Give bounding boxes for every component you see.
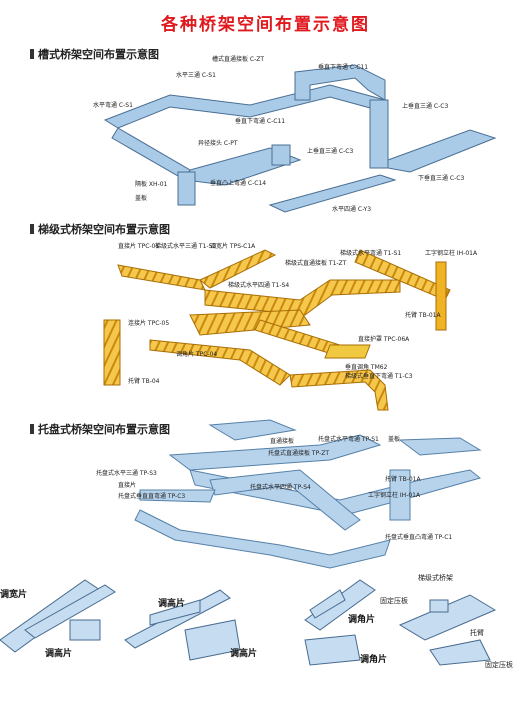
trough-drop-1 — [177, 171, 196, 206]
tray-label-1: 托盘式水平弯通 TP-S1 — [318, 436, 379, 443]
ladder-label-11: 调角片 TPC-04 — [176, 351, 218, 358]
trough-label-3: 垂直下弯通 C-C11 — [318, 64, 369, 71]
trough-label-7: 异径接头 C-PT — [198, 140, 238, 147]
ladder-main-run — [204, 279, 401, 316]
ladder-bend-down — [289, 369, 389, 411]
trough-section-heading: 槽式桥架空间布置示意图 — [30, 46, 159, 62]
detail-left-plate — [69, 619, 101, 641]
trough-right-run — [387, 129, 497, 173]
heading-marker — [30, 224, 34, 234]
detail-far-label-4: 固定压板 — [485, 661, 513, 669]
ladder-label-8: 托臂 TB-01A — [405, 312, 441, 319]
ladder-label-5: 工字钢立柱 IH-01A — [425, 250, 478, 257]
ladder-top-arm — [199, 249, 277, 289]
detail-right-label-1: 调角片 — [348, 615, 376, 625]
ladder-column — [435, 261, 447, 331]
detail-far-arm — [429, 639, 491, 666]
detail-far-label-3: 托臂 — [470, 629, 484, 637]
detail-mid-plate — [184, 619, 241, 661]
detail-mid-label-2: 调高片 — [230, 649, 258, 659]
trough-label-4: 水平弯通 C-S1 — [93, 102, 133, 109]
ladder-vertical-left — [103, 319, 121, 386]
trough-label-9: 隔板 XH-01 — [135, 181, 168, 188]
tray-label-10: 直接片 — [118, 482, 137, 489]
ladder-label-13: 托臂 TB-04 — [128, 378, 160, 385]
tray-heading-text: 托盘式桥架空间布置示意图 — [38, 423, 170, 436]
detail-far-clamp — [429, 599, 449, 613]
tray-label-3: 直通接板 — [270, 438, 295, 445]
tray-top-cover — [208, 419, 297, 441]
tray-label-4: 盖板 — [388, 436, 401, 443]
tray-right-top — [398, 437, 482, 456]
trough-label-5: 上垂直三通 C-C3 — [402, 103, 449, 110]
tray-label-9: 托盘式垂直直弯通 TP-C3 — [118, 493, 186, 500]
trough-top-frame — [294, 64, 386, 101]
detail-left-tray-2 — [24, 584, 116, 639]
ladder-cover — [324, 344, 371, 359]
tray-right-drop — [389, 469, 411, 521]
tray-label-5: 托盘式水平三通 TP-S3 — [96, 470, 157, 477]
trough-label-11: 盖板 — [135, 195, 148, 202]
trough-heading-text: 槽式桥架空间布置示意图 — [38, 48, 159, 61]
ladder-section-heading: 梯级式桥架空间布置示意图 — [30, 221, 170, 237]
trough-label-12: 下垂直三通 C-C3 — [418, 175, 465, 182]
detail-mid-step — [149, 599, 201, 626]
page-title: 各种桥架空间布置示意图 — [161, 15, 370, 35]
ladder-label-4: 梯级式水平弯通 T1-S1 — [340, 250, 402, 257]
detail-left-label-1: 调宽片 — [0, 590, 28, 600]
trough-label-2: 水平三通 C-S1 — [176, 72, 216, 79]
detail-right-label-2: 调角片 — [360, 655, 388, 665]
tray-cross — [209, 469, 361, 531]
ladder-label-7: 梯级式水平四通 T1-S4 — [228, 282, 290, 289]
ladder-label-10: 直接护罩 TPC-06A — [358, 336, 410, 343]
detail-left-label-2: 调高片 — [45, 649, 73, 659]
detail-far-label-2: 固定压板 — [380, 597, 408, 605]
detail-far-label-1: 梯级式桥架 — [418, 574, 453, 582]
ladder-label-14: 梯级式垂直下弯通 T1-C3 — [345, 373, 413, 380]
trough-label-6: 垂直下弯通 C-C11 — [235, 118, 286, 125]
ladder-lower-run — [149, 339, 291, 386]
tray-label-11: 托盘式垂直凸弯通 TP-C1 — [385, 534, 453, 541]
heading-marker — [30, 49, 34, 59]
tray-section-heading: 托盘式桥架空间布置示意图 — [30, 421, 170, 437]
ladder-label-1: 直接片 TPC-01 — [118, 243, 160, 250]
trough-label-10: 垂直凸上弯通 C-C14 — [210, 180, 267, 187]
heading-marker — [30, 424, 34, 434]
ladder-cross — [189, 309, 311, 336]
ladder-label-12: 垂直调角 TM62 — [345, 364, 388, 371]
detail-right-plate — [304, 634, 361, 666]
tray-left-branch — [139, 489, 216, 503]
ladder-label-6: 梯级式直通接板 T1-ZT — [285, 260, 347, 267]
trough-diagonal — [268, 174, 397, 213]
tray-label-7: 托臂 TB-01A — [385, 476, 421, 483]
ladder-label-9: 连接片 TPC-05 — [128, 320, 170, 327]
ladder-heading-text: 梯级式桥架空间布置示意图 — [38, 223, 170, 236]
tray-label-2: 托盘式直通接板 TP-ZT — [268, 450, 329, 457]
trough-drop-2 — [271, 144, 291, 166]
trough-label-13: 水平四通 C-Y3 — [332, 206, 372, 213]
ladder-label-3: 调宽片 TPS-C1A — [210, 243, 256, 250]
detail-right-bend — [309, 589, 346, 619]
tray-label-8: 工字钢立柱 IH-01A — [368, 492, 421, 499]
tray-lower-bend — [134, 509, 391, 569]
detail-mid-label-1: 调高片 — [158, 599, 186, 609]
trough-label-8: 上垂直三通 C-C3 — [307, 148, 354, 155]
tray-label-6: 托盘式水平四通 TP-S4 — [250, 484, 311, 491]
ladder-label-2: 梯级式水平三通 T1-S3 — [155, 243, 217, 250]
trough-label-1: 槽式直通接板 C-ZT — [212, 56, 265, 63]
